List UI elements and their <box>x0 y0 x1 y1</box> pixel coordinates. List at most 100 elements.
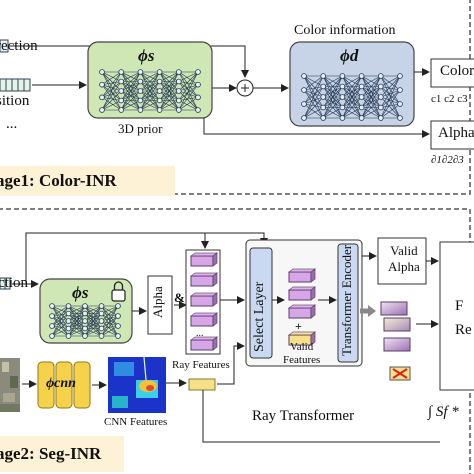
phi-d-node <box>301 101 307 107</box>
phi-d-node <box>358 73 365 79</box>
stage2-phi-s-node <box>82 310 88 317</box>
stage2-phi-s-node <box>98 333 105 339</box>
phi-s-node <box>195 69 201 75</box>
ampersand-label: & <box>174 290 185 305</box>
cnn-token-to-transformer-arrow <box>217 342 245 385</box>
phi-d-node <box>320 73 327 79</box>
stage2-phi-s-node <box>65 310 72 317</box>
stage2-frame <box>0 208 471 474</box>
phi-s-node <box>156 88 163 94</box>
stage2-input-label: ction <box>0 275 28 291</box>
stage1-title: age1: Color-INR <box>0 171 117 190</box>
encoder-output-token <box>380 301 408 316</box>
phi-d-node <box>339 104 346 111</box>
phi-d-network <box>289 41 415 127</box>
stage2-phi-s-node <box>49 313 55 319</box>
stage2-phi-s-node <box>98 318 105 324</box>
invalid-token-icon <box>389 366 411 381</box>
stage2-phi-s-node <box>98 310 105 317</box>
phi-d-node <box>358 94 365 100</box>
ray-feature-token <box>190 275 214 287</box>
position-label: sition <box>0 93 30 109</box>
ray-feature-token <box>190 315 214 327</box>
cnn-feature-map <box>108 356 166 413</box>
color-output-label: Color <box>440 63 474 79</box>
stage2-phi-s-node <box>82 318 88 324</box>
stage2-top-branch <box>25 232 209 284</box>
phi-s-node <box>176 78 182 85</box>
phi-d-node <box>320 83 327 90</box>
final-box-label: F Re <box>455 298 472 338</box>
phi-s-node <box>195 81 201 88</box>
phi-d-node <box>358 115 365 121</box>
stage2-phi-s-node <box>65 333 72 339</box>
direction-label: rection <box>0 38 38 54</box>
valid-features-stack: + <box>287 268 317 346</box>
phi-d-node <box>377 104 384 111</box>
phi-d-node <box>339 73 346 79</box>
alpha-output-sub: ∂1∂2∂3 <box>431 154 464 166</box>
direction-arrow <box>10 45 249 78</box>
stage2-phi-s-node <box>115 313 121 319</box>
phi-s-node <box>118 88 124 94</box>
phi-d-node <box>397 87 403 93</box>
encoder-output-stack <box>380 301 411 352</box>
phi-s-node <box>99 107 105 113</box>
stage2-input-vector <box>0 277 11 290</box>
cnn-ray-feature-token <box>188 378 216 391</box>
select-layer-label: Select Layer <box>252 281 267 352</box>
phi-d-network-graph <box>301 73 403 121</box>
select-layer-box <box>249 247 273 359</box>
phi-d-node <box>339 94 346 100</box>
color-output-box <box>430 58 474 88</box>
ray-features-stack: ... <box>189 252 219 351</box>
ray-features-label: Ray Features <box>172 359 230 371</box>
phi-d-node <box>301 87 307 93</box>
phi-d-node <box>320 104 327 111</box>
phi-s-node <box>137 78 144 85</box>
phi-s-network-graph <box>99 69 201 113</box>
stage2-phi-s-node <box>49 303 55 309</box>
stage2-phi-s-node <box>65 318 72 324</box>
stage1-title-bg <box>0 166 175 196</box>
phi-s-node <box>99 69 105 75</box>
ray-transformer-box <box>245 239 363 367</box>
stage2-alpha-box <box>147 275 173 335</box>
phi-d-node <box>320 115 327 121</box>
phi-s-label: ϕs <box>138 46 155 65</box>
stage2-phi-s-node <box>82 325 88 332</box>
alpha-output-label: Alpha <box>438 125 474 141</box>
phi-d-node <box>339 115 346 121</box>
stage2-phi-s-node <box>65 325 72 332</box>
phi-s-node <box>156 69 163 75</box>
ray-transformer-label: Ray Transformer <box>252 408 355 424</box>
valid-feature-token <box>288 307 312 319</box>
stage2-phi-s-node <box>98 325 105 332</box>
phi-cnn-label: ϕcnn <box>46 376 76 391</box>
phi-d-node <box>358 83 365 90</box>
phi-d-node <box>397 115 403 121</box>
stage2-phi-s-node <box>115 333 121 339</box>
phi-d-node <box>377 115 384 121</box>
stage2-phi-s-node <box>49 333 55 339</box>
cnn-features-label: CNN Features <box>104 416 168 428</box>
valid-features-label: Valid Features <box>283 341 321 366</box>
stage2-phi-s-label: ϕs <box>72 283 89 302</box>
valid-alpha-box <box>377 237 427 285</box>
svg-text:...: ... <box>196 328 204 339</box>
position-vector <box>0 78 31 92</box>
stage1-frame <box>0 0 471 195</box>
phi-d-node <box>397 73 403 79</box>
phi-d-node <box>377 94 384 100</box>
stage2-phi-s-node <box>98 303 105 309</box>
stage2-phi-s-node <box>49 323 55 329</box>
input-image <box>0 358 20 412</box>
integral-label: ∫ Sf * <box>428 404 459 420</box>
cnn-network <box>37 361 91 409</box>
phi-d-node <box>377 83 384 90</box>
lock-icon <box>111 281 126 302</box>
phi-d-node <box>301 115 307 121</box>
phi-s-node <box>195 94 201 101</box>
phi-d-node <box>377 73 384 79</box>
